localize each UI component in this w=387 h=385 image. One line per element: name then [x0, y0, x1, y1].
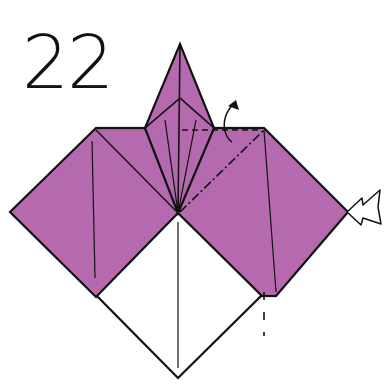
- push-arrow-icon: [347, 190, 381, 225]
- step-number: 22: [22, 20, 112, 106]
